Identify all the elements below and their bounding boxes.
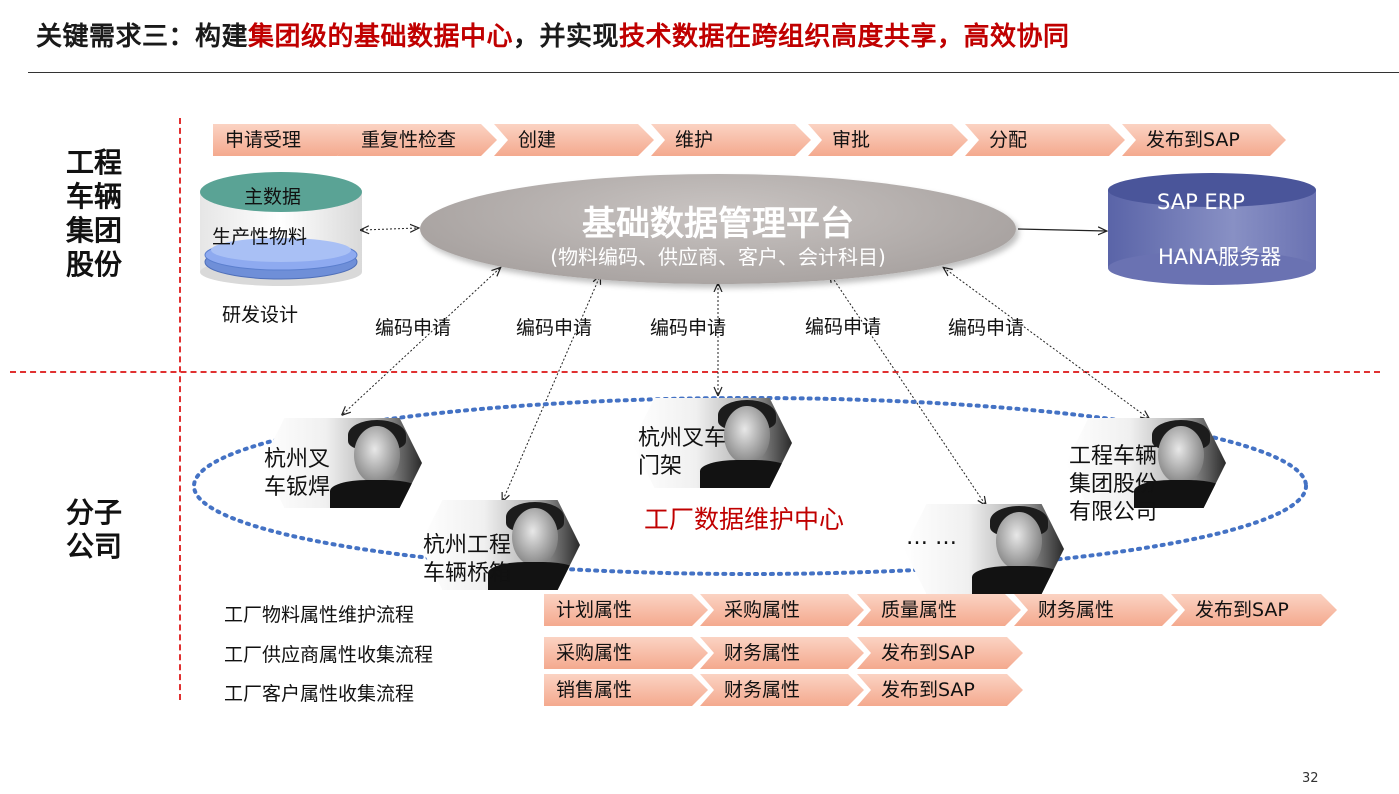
platform-subtitle: (物料编码、供应商、客户、会计科目) xyxy=(550,245,886,269)
process-step: 发布到SAP xyxy=(1122,124,1286,156)
master-data-cylinder xyxy=(200,172,362,286)
section-label-subsidiary: 分子 公司 xyxy=(66,496,123,563)
title-part1: 关键需求三：构建 xyxy=(36,22,249,52)
rnd-design-label: 研发设计 xyxy=(222,304,299,326)
flow-step: 采购属性 xyxy=(700,594,864,626)
flow-step: 质量属性 xyxy=(857,594,1021,626)
node-label: 杭州叉车 门架 xyxy=(638,426,727,479)
title-part2: ，并实现 xyxy=(513,22,620,52)
connector-request-4 xyxy=(830,274,985,504)
node-label: … … xyxy=(906,525,957,550)
process-step: 分配 xyxy=(965,124,1125,156)
flow-step: 发布到SAP xyxy=(857,637,1023,669)
horizontal-divider xyxy=(10,371,1380,373)
node-label: 杭州叉 车钣焊 xyxy=(264,447,331,500)
process-step: 审批 xyxy=(808,124,968,156)
sap-server-cylinder xyxy=(1108,173,1316,285)
basic-data-platform xyxy=(420,174,1016,284)
title-highlight-1: 集团级的基础数据中心 xyxy=(248,22,514,52)
node-label: 杭州工程 车辆桥箱 xyxy=(423,533,512,586)
process-step: 创建 xyxy=(494,124,654,156)
flow-step: 采购属性 xyxy=(544,637,708,669)
production-material-label: 生产性物料 xyxy=(212,226,308,248)
code-request-label: 编码申请 xyxy=(805,316,882,338)
code-request-label: 编码申请 xyxy=(516,317,593,339)
flow-label: 工厂客户属性收集流程 xyxy=(224,683,415,705)
flow-step: 销售属性 xyxy=(544,674,708,706)
flow-step: 财务属性 xyxy=(700,674,864,706)
flow-step: 财务属性 xyxy=(1014,594,1178,626)
flow-step: 财务属性 xyxy=(700,637,864,669)
page-number: 32 xyxy=(1302,771,1319,786)
platform-title: 基础数据管理平台 xyxy=(582,204,854,244)
hana-server-label: HANA服务器 xyxy=(1158,245,1282,269)
section-label-group: 工程 车辆 集团 股份 xyxy=(66,146,123,281)
master-data-label: 主数据 xyxy=(244,186,302,208)
avatar-node-1 xyxy=(262,418,422,508)
avatar-node-4 xyxy=(904,504,1064,594)
factory-center-ring xyxy=(192,396,1308,576)
flow-label: 工厂供应商属性收集流程 xyxy=(224,644,434,666)
process-step: 重复性检查 xyxy=(337,124,497,156)
code-request-label: 编码申请 xyxy=(650,317,727,339)
factory-data-center-label: 工厂数据维护中心 xyxy=(644,505,845,534)
connector-request-2 xyxy=(503,276,600,500)
code-request-label: 编码申请 xyxy=(375,317,452,339)
connector-request-5 xyxy=(944,268,1148,418)
title-highlight-2: 技术数据在跨组织高度共享，高效协同 xyxy=(619,22,1070,52)
vertical-divider xyxy=(179,118,181,700)
connector-request-1 xyxy=(343,268,500,414)
process-step: 申请受理 xyxy=(213,124,353,156)
connector-platform-sap xyxy=(1017,229,1106,231)
process-step: 维护 xyxy=(651,124,811,156)
flow-step: 发布到SAP xyxy=(1171,594,1337,626)
page-title: 关键需求三：构建集团级的基础数据中心，并实现技术数据在跨组织高度共享，高效协同 xyxy=(36,16,1070,53)
node-label: 工程车辆 集团股份 有限公司 xyxy=(1069,444,1158,525)
flow-step: 发布到SAP xyxy=(857,674,1023,706)
title-rule xyxy=(28,72,1399,73)
connector-masterdata-platform xyxy=(362,228,418,230)
flow-label: 工厂物料属性维护流程 xyxy=(224,604,415,626)
flow-step: 计划属性 xyxy=(544,594,708,626)
code-request-label: 编码申请 xyxy=(948,317,1025,339)
sap-erp-label: SAP ERP xyxy=(1157,190,1245,214)
